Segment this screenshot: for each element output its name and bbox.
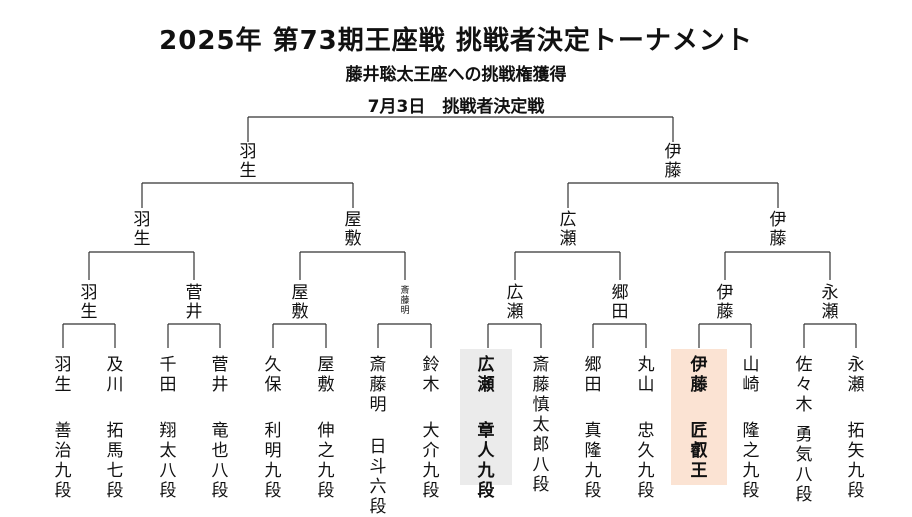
- player-name: 久保: [264, 355, 282, 395]
- player-name: 永瀬: [847, 355, 865, 395]
- player-entry: 菅井 竜也八段: [198, 349, 242, 501]
- round2-winner: 伊藤: [769, 210, 787, 249]
- player-entry: 佐々木 勇気八段: [782, 349, 826, 505]
- round2-winner: 羽生: [133, 210, 151, 249]
- player-entry: 郷田 真隆九段: [571, 349, 615, 501]
- round1-winner: 屋敷: [291, 283, 309, 322]
- player-entry: 及川 拓馬七段: [93, 349, 137, 501]
- round1-winner: 広瀬: [506, 283, 524, 322]
- page-subtitle: 藤井聡太王座への挑戦権獲得: [345, 65, 567, 85]
- semifinal-winner-right: 伊藤: [664, 142, 682, 181]
- player-name: 丸山: [637, 355, 655, 395]
- player-entry: 山崎 隆之九段: [729, 349, 773, 501]
- round2-winner: 広瀬: [559, 210, 577, 249]
- player-name: 斎藤慎: [532, 355, 550, 415]
- player-name: 広瀬: [477, 355, 495, 395]
- player-entry: 丸山 忠久九段: [624, 349, 668, 501]
- player-entry: 久保 利明九段: [251, 349, 295, 501]
- player-entry: 羽生 善治九段: [41, 349, 85, 501]
- semifinal-winner-left: 羽生: [239, 142, 257, 181]
- player-rank: 竜也八段: [211, 421, 229, 501]
- player-rank: 大介九段: [422, 421, 440, 501]
- player-name: 佐々木: [795, 355, 813, 415]
- round2-winner: 屋敷: [344, 210, 362, 249]
- player-entry: 鈴木 大介九段: [409, 349, 453, 501]
- player-name: 郷田: [584, 355, 602, 395]
- player-rank: 勇気八段: [795, 425, 813, 505]
- player-rank: 忠久九段: [637, 421, 655, 501]
- player-entry-highlighted: 伊藤 匠叡王: [671, 349, 727, 485]
- player-entry-highlighted: 広瀬 章人九段: [460, 349, 512, 501]
- round1-winner: 羽生: [80, 283, 98, 322]
- player-rank: 章人九段: [477, 421, 495, 501]
- round1-winner: 菅井: [185, 283, 203, 322]
- player-name: 伊藤: [690, 355, 708, 395]
- round1-winner: 永瀬: [821, 283, 839, 322]
- player-entry: 千田 翔太八段: [146, 349, 190, 501]
- player-name: 山崎: [742, 355, 760, 395]
- player-rank: 拓馬七段: [106, 421, 124, 501]
- player-name: 羽生: [54, 355, 72, 395]
- player-entry: 斎藤明 日斗六段: [356, 349, 400, 517]
- page-title: 2025年 第73期王座戦 挑戦者決定トーナメント: [159, 26, 753, 56]
- player-name: 千田: [159, 355, 177, 395]
- player-rank: 拓矢九段: [847, 421, 865, 501]
- player-entry: 斎藤慎 太郎八段: [519, 349, 563, 495]
- player-entry: 永瀬 拓矢九段: [834, 349, 878, 501]
- round1-winner: 郷田: [611, 283, 629, 322]
- round1-winner: 伊藤: [716, 283, 734, 322]
- player-rank: 匠叡王: [690, 421, 708, 481]
- player-rank: 日斗六段: [369, 437, 387, 517]
- player-rank: 利明九段: [264, 421, 282, 501]
- final-match-label: 7月3日 挑戦者決定戦: [367, 97, 545, 117]
- player-rank: 善治九段: [54, 421, 72, 501]
- player-name: 斎藤明: [369, 355, 387, 415]
- player-name: 及川: [106, 355, 124, 395]
- player-rank: 隆之九段: [742, 421, 760, 501]
- player-name: 鈴木: [422, 355, 440, 395]
- player-rank: 真隆九段: [584, 421, 602, 501]
- player-name: 屋敷: [317, 355, 335, 395]
- round1-winner: 斎藤明: [400, 286, 410, 316]
- player-entry: 屋敷 伸之九段: [304, 349, 348, 501]
- player-rank: 伸之九段: [317, 421, 335, 501]
- player-name: 菅井: [211, 355, 229, 395]
- player-rank: 翔太八段: [159, 421, 177, 501]
- player-rank: 太郎八段: [532, 415, 550, 495]
